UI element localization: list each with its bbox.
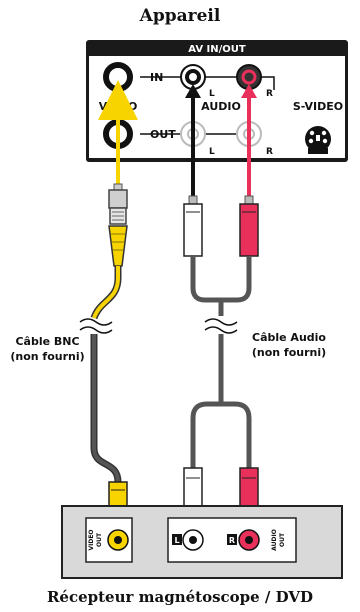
audio-out-right-core bbox=[245, 536, 253, 544]
audio-cable bbox=[183, 195, 259, 509]
audio-plug-red-bottom bbox=[239, 467, 259, 509]
bnc-cable-label: Câble BNC (non fourni) bbox=[0, 334, 95, 364]
bnc-cable-label-line2: (non fourni) bbox=[10, 350, 85, 363]
audio-wire-top-loop bbox=[190, 256, 252, 303]
bnc-break-top bbox=[79, 318, 113, 326]
av-panel: AV IN/OUT IN OUT VI bbox=[86, 40, 348, 162]
s-video-icon bbox=[305, 126, 331, 154]
audio-right-arrow-head bbox=[241, 84, 257, 98]
audio-out-left-core bbox=[189, 536, 197, 544]
bnc-cable-label-line1: Câble BNC bbox=[15, 335, 80, 348]
bnc-cable bbox=[79, 183, 128, 483]
audio-in-right-core bbox=[241, 69, 257, 85]
bnc-wire-lower bbox=[92, 334, 120, 483]
s-video-wire bbox=[258, 76, 275, 90]
audio-cable-label: Câble Audio (non fourni) bbox=[238, 330, 340, 360]
audio-break-bottom bbox=[204, 326, 238, 334]
device-title: Appareil bbox=[139, 6, 221, 26]
out-label: OUT bbox=[150, 128, 176, 141]
audio-out-right-label: R bbox=[266, 147, 273, 157]
video-in-jack bbox=[103, 62, 133, 92]
bnc-connector-body bbox=[108, 189, 128, 209]
audio-plug-white-bottom bbox=[183, 467, 203, 509]
audio-in-left-core bbox=[185, 69, 201, 85]
audio-left-arrow-head bbox=[185, 84, 201, 98]
audio-in-right-label: R bbox=[266, 89, 273, 99]
audio-out-left-label: L bbox=[209, 147, 215, 157]
bnc-break-bottom bbox=[79, 326, 113, 334]
audio-wire-bottom-loop bbox=[190, 401, 252, 468]
receiver-title: Récepteur magnétoscope / DVD bbox=[46, 588, 314, 606]
right-badge-bg bbox=[227, 534, 237, 545]
in-label: IN bbox=[150, 71, 163, 84]
receiver-device: VIDEO OUT L R AUDIO OUT bbox=[61, 505, 343, 579]
video-out-label-2: OUT bbox=[96, 532, 103, 547]
audio-cable-label-line2: (non fourni) bbox=[251, 346, 327, 359]
audio-in-left-label: L bbox=[209, 89, 215, 99]
audio-cable-label-line1: Câble Audio bbox=[252, 331, 326, 344]
bnc-wire-upper bbox=[92, 266, 120, 319]
audio-break-top bbox=[204, 318, 238, 326]
av-panel-header: AV IN/OUT bbox=[188, 44, 246, 55]
video-out-jack-core bbox=[114, 536, 122, 544]
left-badge: L bbox=[174, 536, 179, 545]
s-video-label: S-VIDEO bbox=[293, 100, 343, 113]
audio-label: AUDIO bbox=[201, 100, 241, 113]
right-badge: R bbox=[229, 536, 235, 545]
audio-out-label-2: OUT bbox=[279, 532, 286, 547]
left-badge-bg bbox=[172, 534, 182, 545]
bnc-boot bbox=[108, 225, 128, 267]
video-out-label-1: VIDEO bbox=[88, 529, 95, 550]
audio-out-label-1: AUDIO bbox=[271, 529, 278, 551]
